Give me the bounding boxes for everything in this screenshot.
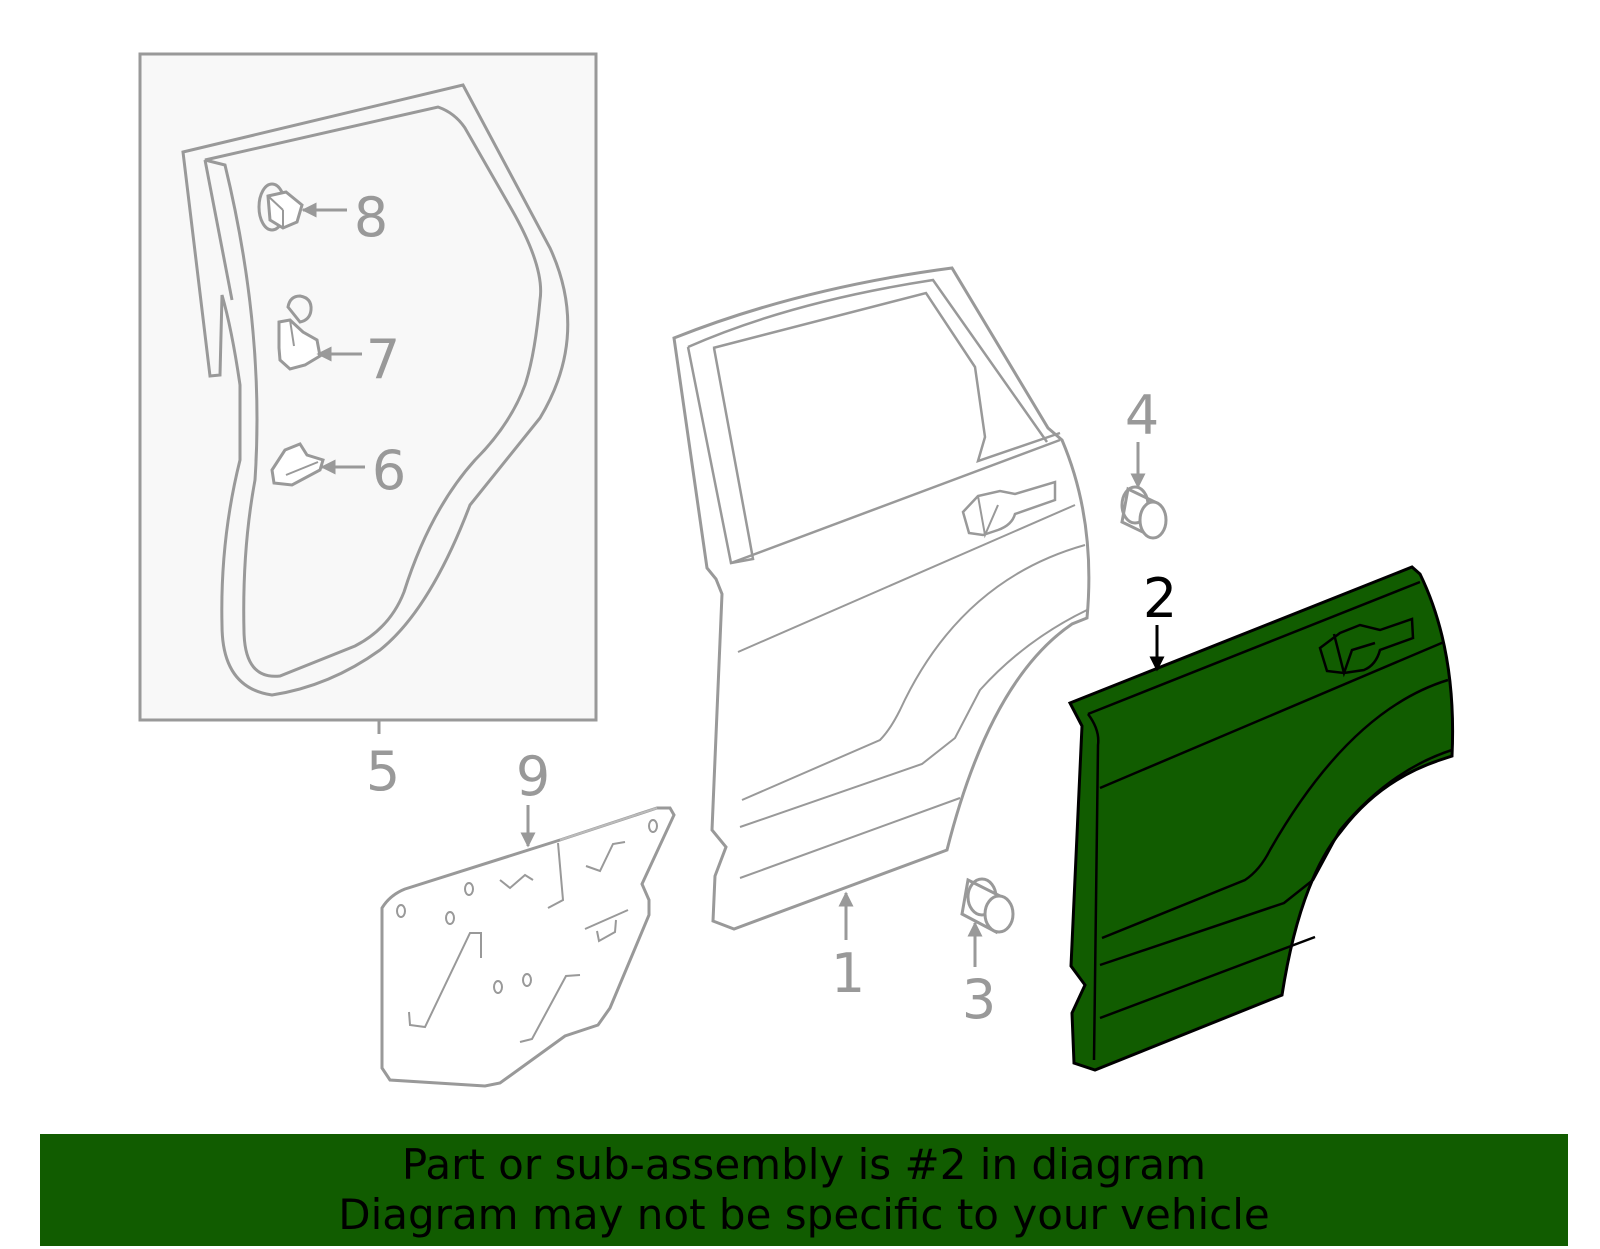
callout-6: 6 bbox=[372, 439, 406, 502]
plug-part-3-icon bbox=[960, 877, 1015, 935]
callout-5: 5 bbox=[366, 740, 400, 803]
callout-4: 4 bbox=[1125, 384, 1159, 447]
callout-9: 9 bbox=[516, 745, 550, 808]
callout-8: 8 bbox=[354, 186, 388, 249]
info-banner: Part or sub-assembly is #2 in diagram Di… bbox=[40, 1134, 1568, 1246]
inset-weatherstrip-panel bbox=[138, 52, 598, 734]
banner-line-1: Part or sub-assembly is #2 in diagram bbox=[401, 1140, 1207, 1189]
plug-part-4-icon bbox=[1120, 485, 1168, 540]
clip-8-icon bbox=[257, 182, 304, 232]
door-shell-part-1 bbox=[672, 266, 1091, 931]
outer-door-panel-part-2 bbox=[1067, 565, 1455, 1072]
callout-3: 3 bbox=[962, 968, 996, 1031]
banner-line-2: Diagram may not be specific to your vehi… bbox=[338, 1190, 1270, 1239]
door-module-part-9 bbox=[380, 806, 676, 1088]
callout-1: 1 bbox=[831, 942, 865, 1005]
clip-6-icon bbox=[270, 442, 325, 487]
callout-7: 7 bbox=[366, 328, 400, 391]
clip-7-icon bbox=[277, 294, 322, 371]
callout-2: 2 bbox=[1143, 567, 1177, 630]
